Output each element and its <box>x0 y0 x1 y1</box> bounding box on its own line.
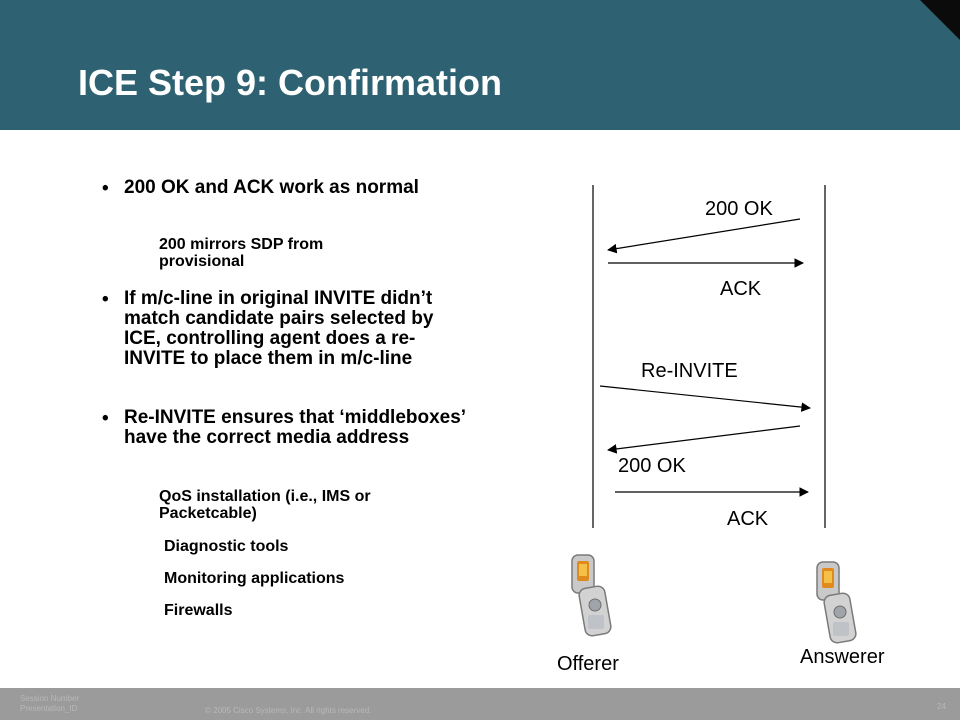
page-title: ICE Step 9: Confirmation <box>78 62 503 103</box>
sub-bullet-3-4: Firewalls <box>164 602 233 619</box>
answerer-phone-icon <box>816 561 857 644</box>
sub-bullet-3-2: Diagnostic tools <box>164 538 289 555</box>
message-label-re-invite: Re-INVITE <box>641 360 738 382</box>
footer-bar: Session Number Presentation_ID © 2005 Ci… <box>0 688 960 720</box>
message-label-200-ok-2: 200 OK <box>618 455 686 477</box>
sub-bullet-3-3: Monitoring applications <box>164 570 345 587</box>
offerer-phone-icon <box>571 554 612 637</box>
answerer-label: Answerer <box>800 646 885 668</box>
arrow-200-ok-2 <box>607 425 801 454</box>
page-number: 24 <box>937 702 946 711</box>
bullet-marker: • <box>102 289 109 310</box>
message-label-200-ok: 200 OK <box>705 198 773 220</box>
arrow-200-ok-1 <box>607 218 801 254</box>
bullet-2: If m/c-line in original INVITE didn’t ma… <box>124 288 434 369</box>
arrow-re-invite <box>599 385 811 412</box>
bullet-marker: • <box>102 408 109 429</box>
footer-presentation: Presentation_ID <box>20 704 78 713</box>
offerer-label: Offerer <box>557 653 619 675</box>
footer-session: Session Number <box>20 694 80 703</box>
footer-copyright: © 2005 Cisco Systems, Inc. All rights re… <box>205 706 372 715</box>
title-bar: ICE Step 9: Confirmation <box>0 0 960 130</box>
message-label-ack: ACK <box>720 278 762 300</box>
corner-decoration <box>920 0 960 40</box>
bullet-marker: • <box>102 178 109 199</box>
sub-bullet-3-1: QoS installation (i.e., IMS or Packetcab… <box>159 488 371 522</box>
message-label-ack-2: ACK <box>727 508 769 530</box>
bullet-3: Re-INVITE ensures that ‘middleboxes’ hav… <box>124 407 466 448</box>
sub-bullet-1-1: 200 mirrors SDP from provisional <box>159 236 324 270</box>
bullet-1: 200 OK and ACK work as normal <box>124 177 419 198</box>
